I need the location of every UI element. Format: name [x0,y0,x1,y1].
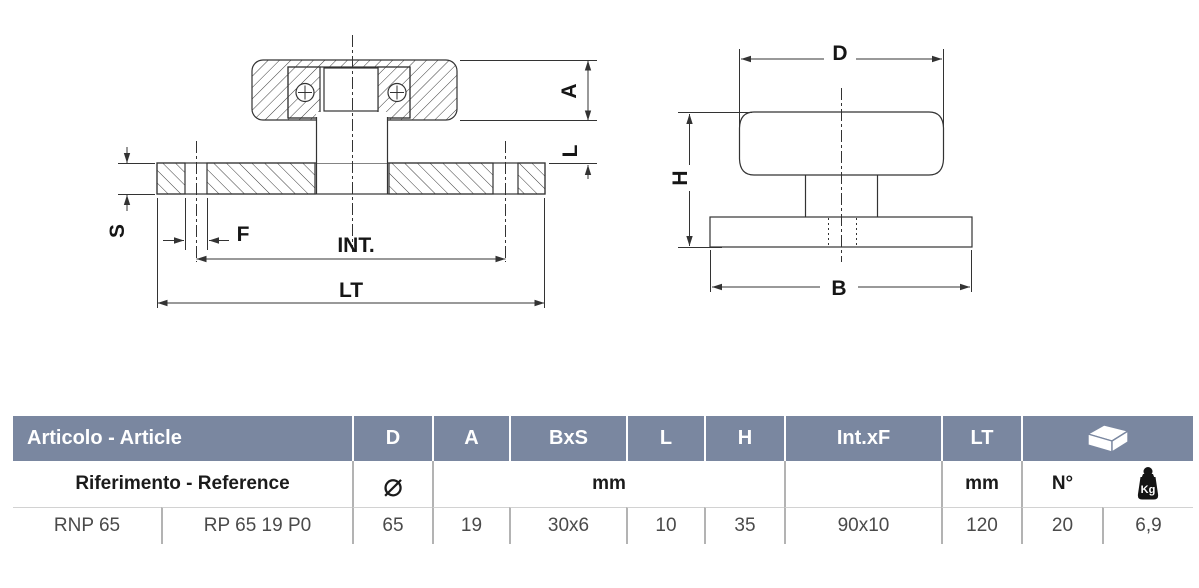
col-header-bxs: BxS [509,416,626,461]
col-header-h: H [704,416,784,461]
col-header-l: L [626,416,704,461]
dimensions-front [118,60,597,308]
unit-intxf-empty [784,461,941,507]
technical-drawing: A L S F INT. LT [106,35,973,308]
dim-label-lt: LT [339,279,363,302]
cell-intxf: 90x10 [784,507,941,544]
front-view [118,35,597,308]
table-subheader-row: Riferimento - Reference ⌀ mm mm N° Kg [13,461,1193,507]
table-data-row: RNP 65 RP 65 19 P0 65 19 30x6 10 35 90x1… [13,507,1193,544]
unit-weight: Kg [1102,461,1193,507]
unit-mm-lt: mm [941,461,1021,507]
dim-label-int: INT. [337,234,374,257]
roller-section [251,59,458,194]
col-header-article: Articolo - Article [13,416,352,461]
unit-number: N° [1021,461,1102,507]
unit-mm-dims: mm [432,461,784,507]
spec-table: Articolo - Article D A BxS L H Int.xF LT… [13,416,1193,544]
diameter-symbol: ⌀ [352,461,432,507]
roller-side [738,111,945,176]
cell-article-code: RNP 65 [13,507,161,544]
package-icon [1087,423,1129,453]
cell-a: 19 [432,507,509,544]
cell-d: 65 [352,507,432,544]
reference-label: Riferimento - Reference [75,473,290,494]
col-header-package [1021,416,1193,461]
cell-l: 10 [626,507,704,544]
dim-label-f: F [237,223,250,246]
flange-plate [156,162,546,195]
col-header-a: A [432,416,509,461]
col-header-d: D [352,416,432,461]
cell-reference-code: RP 65 19 P0 [161,507,352,544]
cell-weight: 6,9 [1102,507,1193,544]
cell-h: 35 [704,507,784,544]
col-header-lt: LT [941,416,1021,461]
cell-n: 20 [1021,507,1102,544]
bearing-ball-right [387,82,407,103]
dimensions-side [678,49,972,292]
col-header-intxf: Int.xF [784,416,941,461]
cell-bxs: 30x6 [509,507,626,544]
svg-text:Kg: Kg [1140,484,1155,496]
side-view [678,49,973,292]
dim-label-a: A [558,83,581,98]
dim-label-d: D [832,42,847,65]
dim-label-b: B [831,277,846,300]
centerlines-front [196,35,506,262]
dim-label-h: H [669,170,692,185]
dim-label-l: L [559,144,582,157]
bearing-ball-left [295,82,315,103]
cell-lt: 120 [941,507,1021,544]
kg-weight-icon: Kg [1137,467,1158,500]
table-header-row: Articolo - Article D A BxS L H Int.xF LT [13,416,1193,461]
dim-label-s: S [106,224,129,238]
